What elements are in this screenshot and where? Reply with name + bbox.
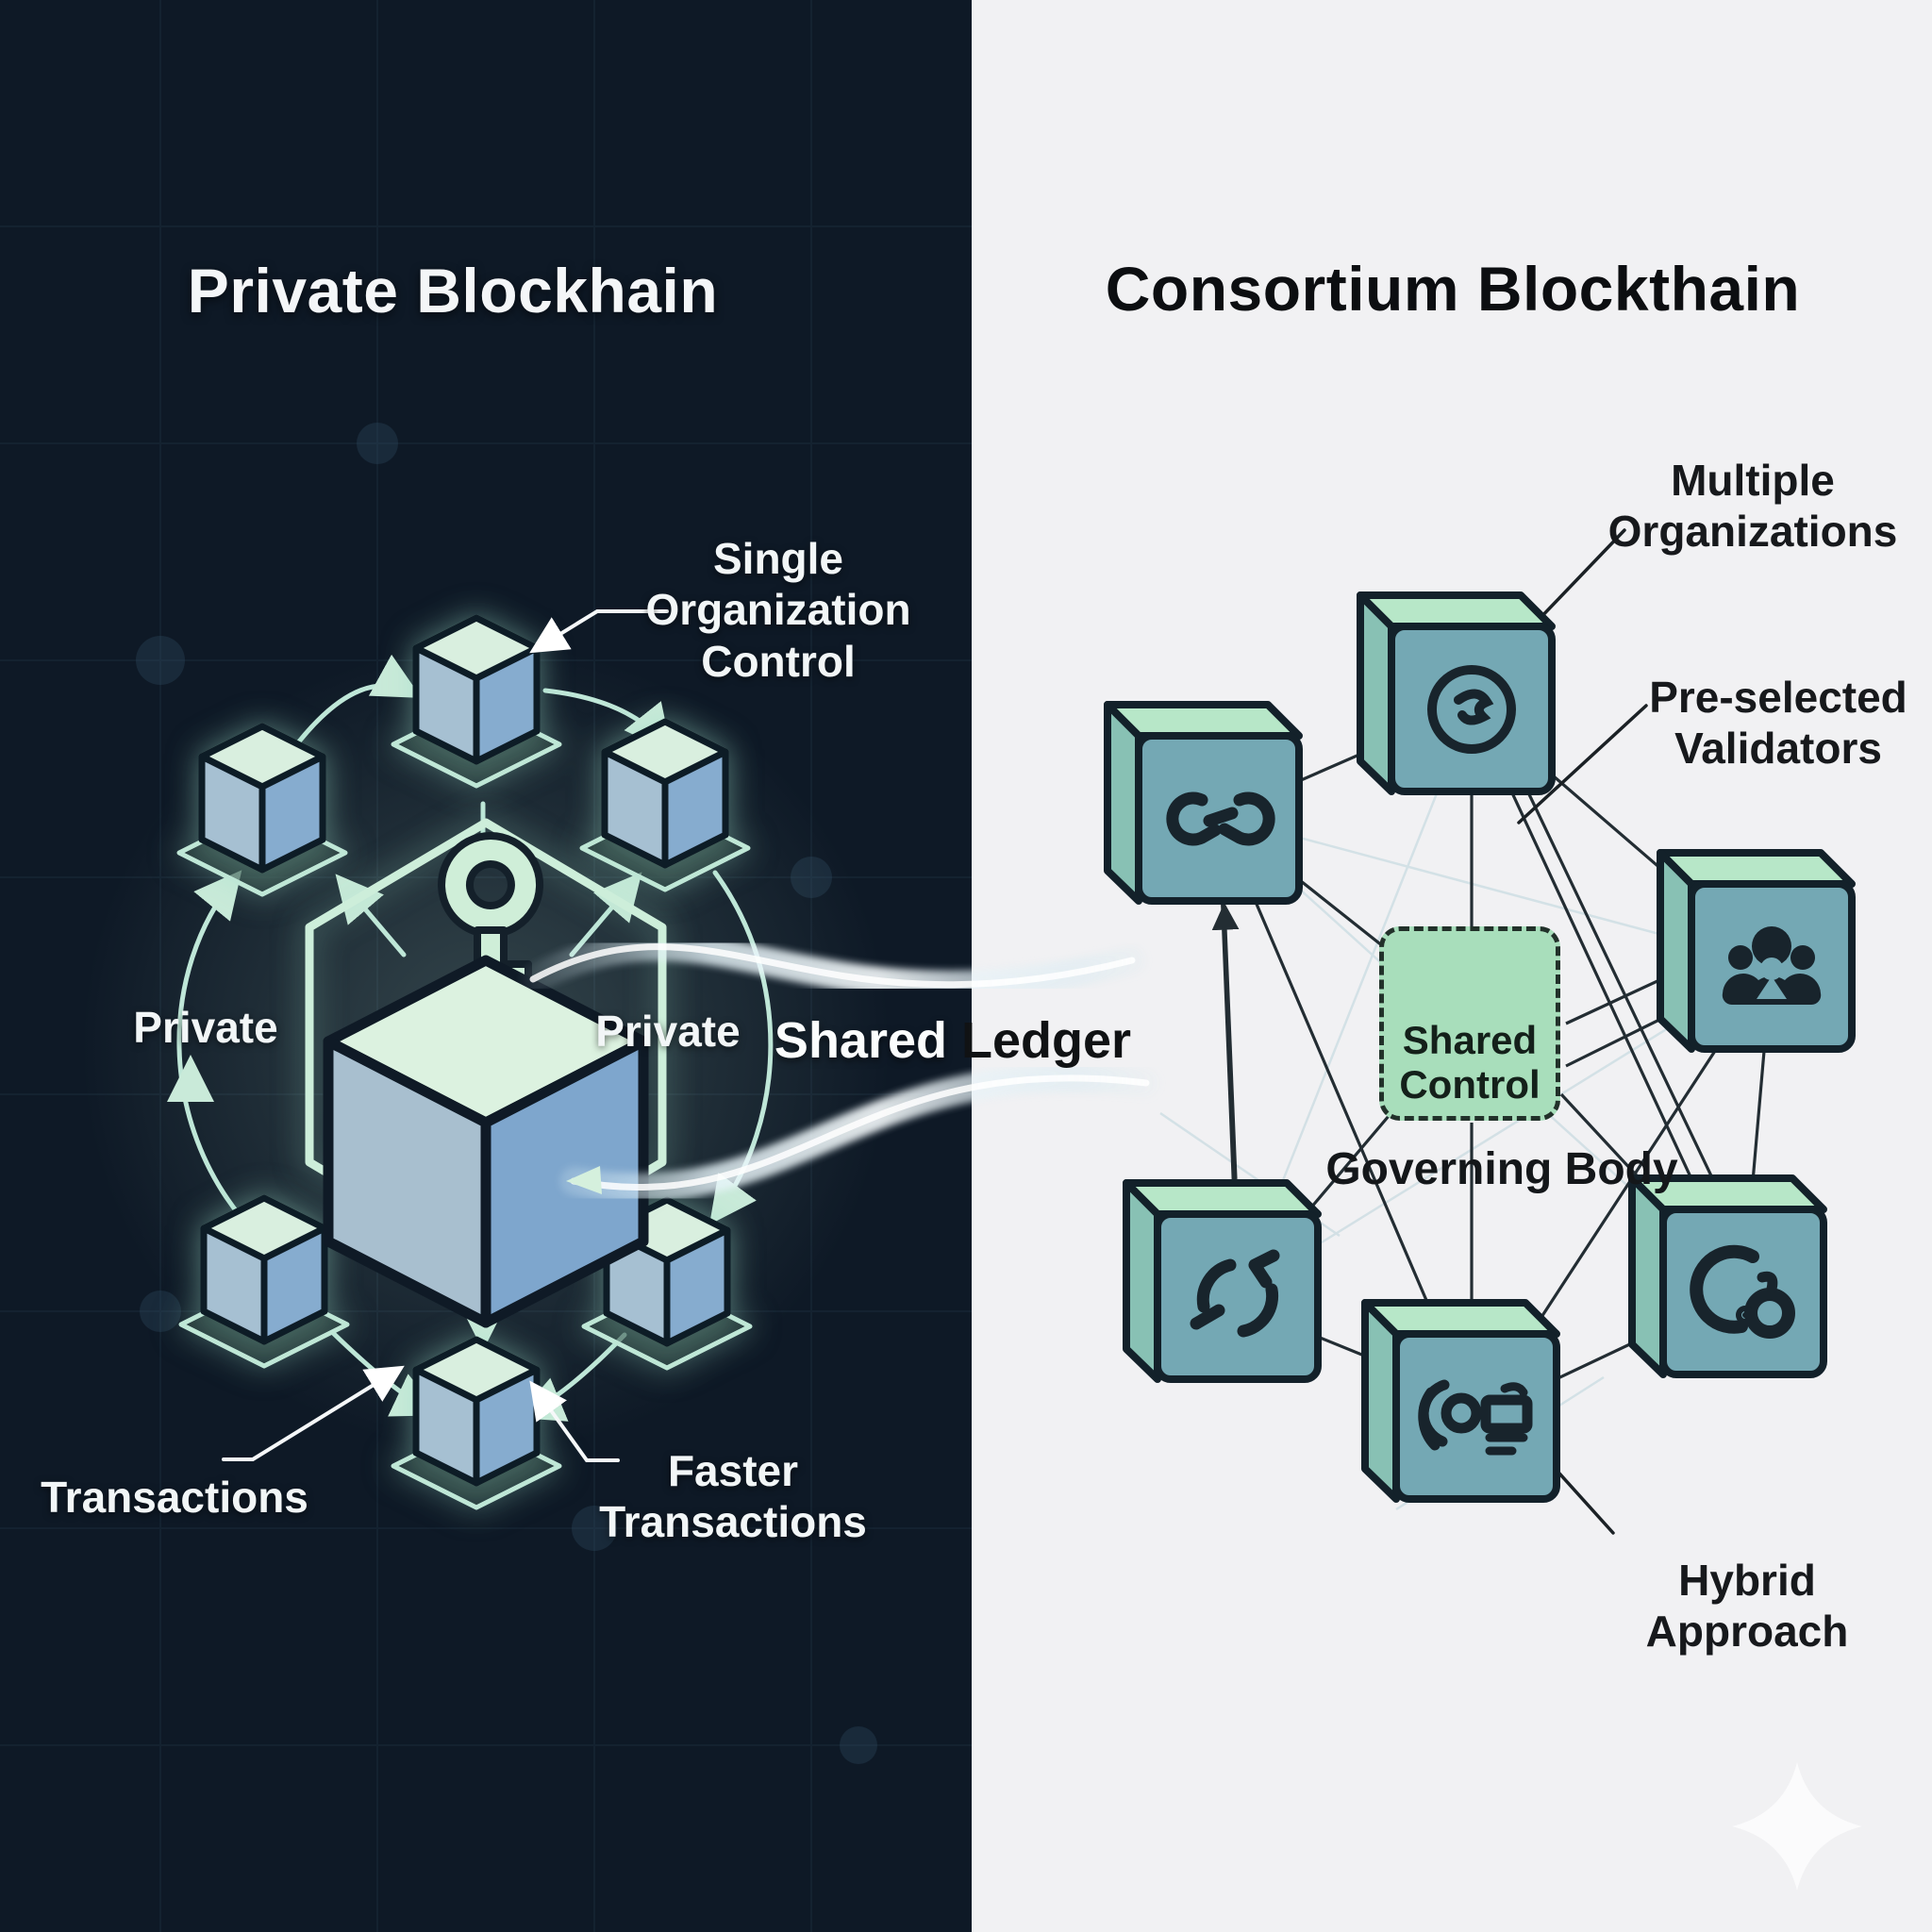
people-group-icon xyxy=(1722,926,1822,1006)
shared-ledger-swoosh xyxy=(519,932,1160,1202)
shared-word: Shared xyxy=(774,1012,947,1069)
target-document-icon xyxy=(1418,1379,1533,1456)
shared-ledger-label: Shared Ledger xyxy=(774,1012,1132,1069)
pre-selected-validators-label: Pre-selected Validators xyxy=(1649,673,1907,774)
org-node-bottom-center xyxy=(1365,1303,1557,1499)
org-node-left xyxy=(1108,705,1299,901)
sparkle-icon xyxy=(1732,1762,1862,1890)
faster-transactions-label: Faster Transactions xyxy=(599,1446,867,1547)
private-blockchain-title: Private Blockhain xyxy=(187,256,719,325)
private-label-left: Private xyxy=(133,1003,278,1052)
org-node-top xyxy=(1360,595,1552,791)
single-organization-control-label: Single Organization Control xyxy=(645,534,911,686)
circle-dot-icon xyxy=(1690,1244,1795,1339)
right-leader-lines xyxy=(1517,528,1648,1535)
consortium-blockchain-title: Consortium Blockthain xyxy=(1105,254,1801,324)
org-node-bottom-right xyxy=(1632,1178,1824,1374)
org-node-right xyxy=(1660,853,1852,1049)
hybrid-approach-label: Hybrid Approach xyxy=(1645,1556,1849,1657)
handshake-scribble-icon xyxy=(1427,665,1516,754)
sync-arrows-icon xyxy=(1190,1249,1280,1338)
shared-control-box: Shared Control xyxy=(1379,926,1560,1121)
private-label-right: Private xyxy=(595,1007,741,1056)
swoosh-arrowhead xyxy=(566,1166,602,1194)
governing-body-label: Governing Body xyxy=(1325,1144,1678,1194)
left-leader-lines xyxy=(222,609,669,1462)
transactions-label: Transactions xyxy=(41,1473,308,1522)
chain-links-icon xyxy=(1166,791,1275,846)
multiple-organizations-label: Multiple Organizations xyxy=(1607,456,1898,557)
org-node-bottom-left xyxy=(1126,1183,1318,1379)
shared-control-label: Shared Control xyxy=(1399,1018,1541,1108)
